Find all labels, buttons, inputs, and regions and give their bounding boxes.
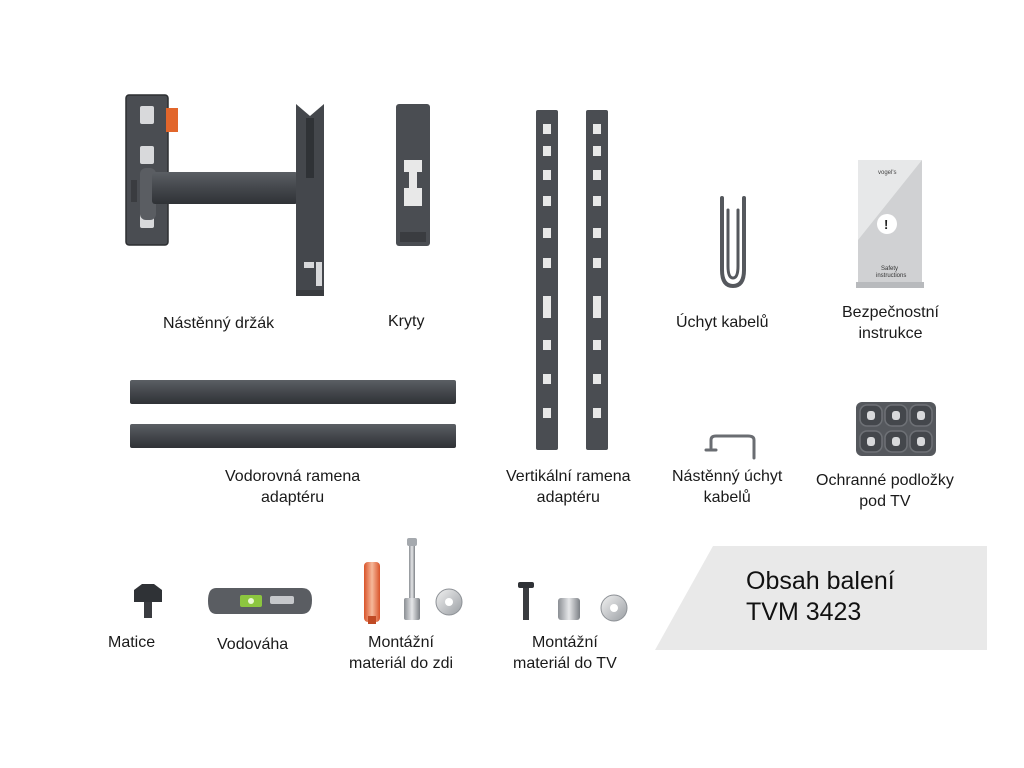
title-banner [655, 546, 987, 650]
label-cable-clip: Úchyt kabelů [676, 314, 769, 331]
label-nut: Matice [108, 634, 156, 651]
cable-clip-image [720, 196, 746, 289]
label-wall-mounting-hardware: Montážní materiál do zdi [349, 634, 454, 672]
thumb-nut-image [134, 584, 162, 618]
vertical-arms-image [536, 110, 608, 450]
label-covers: Kryty [388, 313, 425, 330]
spirit-level-image [208, 588, 312, 614]
booklet-line1: Safety [881, 266, 898, 272]
label-safety-instructions: Bezpečnostní instrukce [842, 304, 939, 342]
label-protective-pads: Ochranné podložky pod TV [816, 472, 954, 510]
protective-pads-image [856, 402, 936, 456]
banner-title-line1: Obsah balení [746, 567, 895, 595]
package-contents-title: Obsah balení TVM 3423 [746, 566, 895, 628]
horizontal-arms-image [130, 380, 456, 448]
tv-mounting-hardware-image [518, 582, 628, 622]
safety-booklet-image [856, 160, 924, 288]
covers-image [396, 104, 430, 246]
label-vertical-arms: Vertikální ramena adaptéru [506, 468, 631, 506]
label-spirit-level: Vodováha [217, 636, 289, 653]
label-wall-bracket: Nástěnný držák [163, 315, 275, 332]
wall-bracket-image [125, 94, 324, 296]
wall-cable-holder-image [704, 434, 756, 460]
label-tv-mounting-hardware: Montážní materiál do TV [513, 634, 617, 672]
booklet-line2: instructions [876, 273, 906, 279]
label-horizontal-arms: Vodorovná ramena adaptéru [225, 468, 361, 506]
wall-mounting-hardware-image [364, 538, 463, 624]
booklet-brand: vogel's [878, 170, 897, 176]
label-wall-cable-holder: Nástěnný úchyt kabelů [672, 468, 783, 506]
booklet-warning-mark: ! [884, 217, 888, 232]
banner-title-line2: TVM 3423 [746, 598, 862, 626]
